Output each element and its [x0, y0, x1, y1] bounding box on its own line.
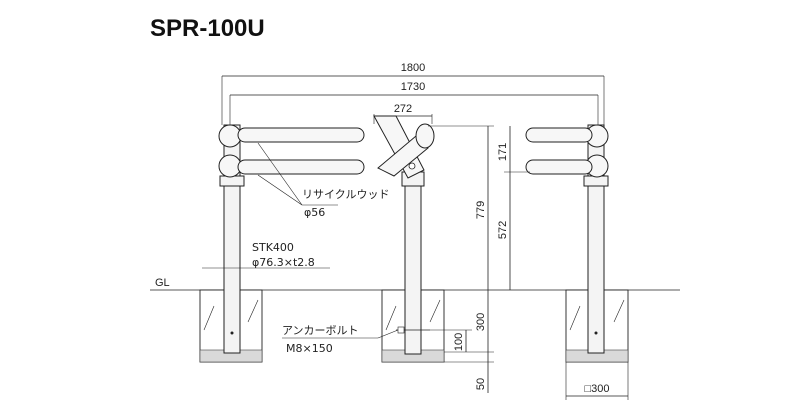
- rail-diameter-label: φ56: [304, 206, 325, 219]
- dimension-rail-width: 1730: [229, 81, 599, 125]
- left-post-assembly: [218, 124, 365, 354]
- dim-base-thickness: 50: [475, 378, 487, 390]
- dim-overall-width: 1800: [401, 62, 425, 74]
- dimension-anchor-depth: 100: [430, 329, 472, 352]
- rail-material-label: リサイクルウッド: [302, 188, 389, 201]
- dim-embed-depth: 300: [475, 313, 487, 331]
- dimension-embed-depth: 300: [444, 290, 494, 353]
- dim-rail-spacing: 171: [497, 143, 509, 161]
- dim-center-width: 272: [394, 103, 412, 115]
- anchor-name-label: アンカーボルト: [282, 324, 359, 337]
- dimension-post-height: 779: [428, 125, 494, 290]
- right-post-assembly: [525, 124, 609, 354]
- dimension-rail-spacing: 171: [497, 126, 530, 173]
- center-post-assembly: [373, 115, 435, 355]
- ground-label: GL: [155, 277, 170, 289]
- dim-post-height: 779: [475, 201, 487, 219]
- dim-rail-width: 1730: [401, 81, 425, 93]
- dimension-center-width: 272: [373, 103, 433, 124]
- rail-material-callout: リサイクルウッド φ56: [257, 142, 389, 219]
- dimension-overall-width: 1800: [221, 62, 605, 125]
- post-spec-label: φ76.3×t2.8: [252, 256, 315, 269]
- post-material-label: STK400: [252, 241, 294, 254]
- anchor-bolt-callout: アンカーボルト M8×150: [282, 324, 399, 355]
- post-spec-callout: STK400 φ76.3×t2.8: [202, 241, 330, 269]
- dim-anchor-depth: 100: [453, 333, 465, 351]
- drawing-title: SPR-100U: [150, 15, 265, 42]
- anchor-spec-label: M8×150: [286, 342, 333, 355]
- dimension-base-thickness: 50: [444, 352, 494, 393]
- dimension-pipe-height: 572: [497, 172, 511, 290]
- dim-pipe-height: 572: [497, 221, 509, 239]
- dimension-foundation-size: □300: [565, 362, 629, 400]
- dim-foundation-size: □300: [585, 383, 610, 395]
